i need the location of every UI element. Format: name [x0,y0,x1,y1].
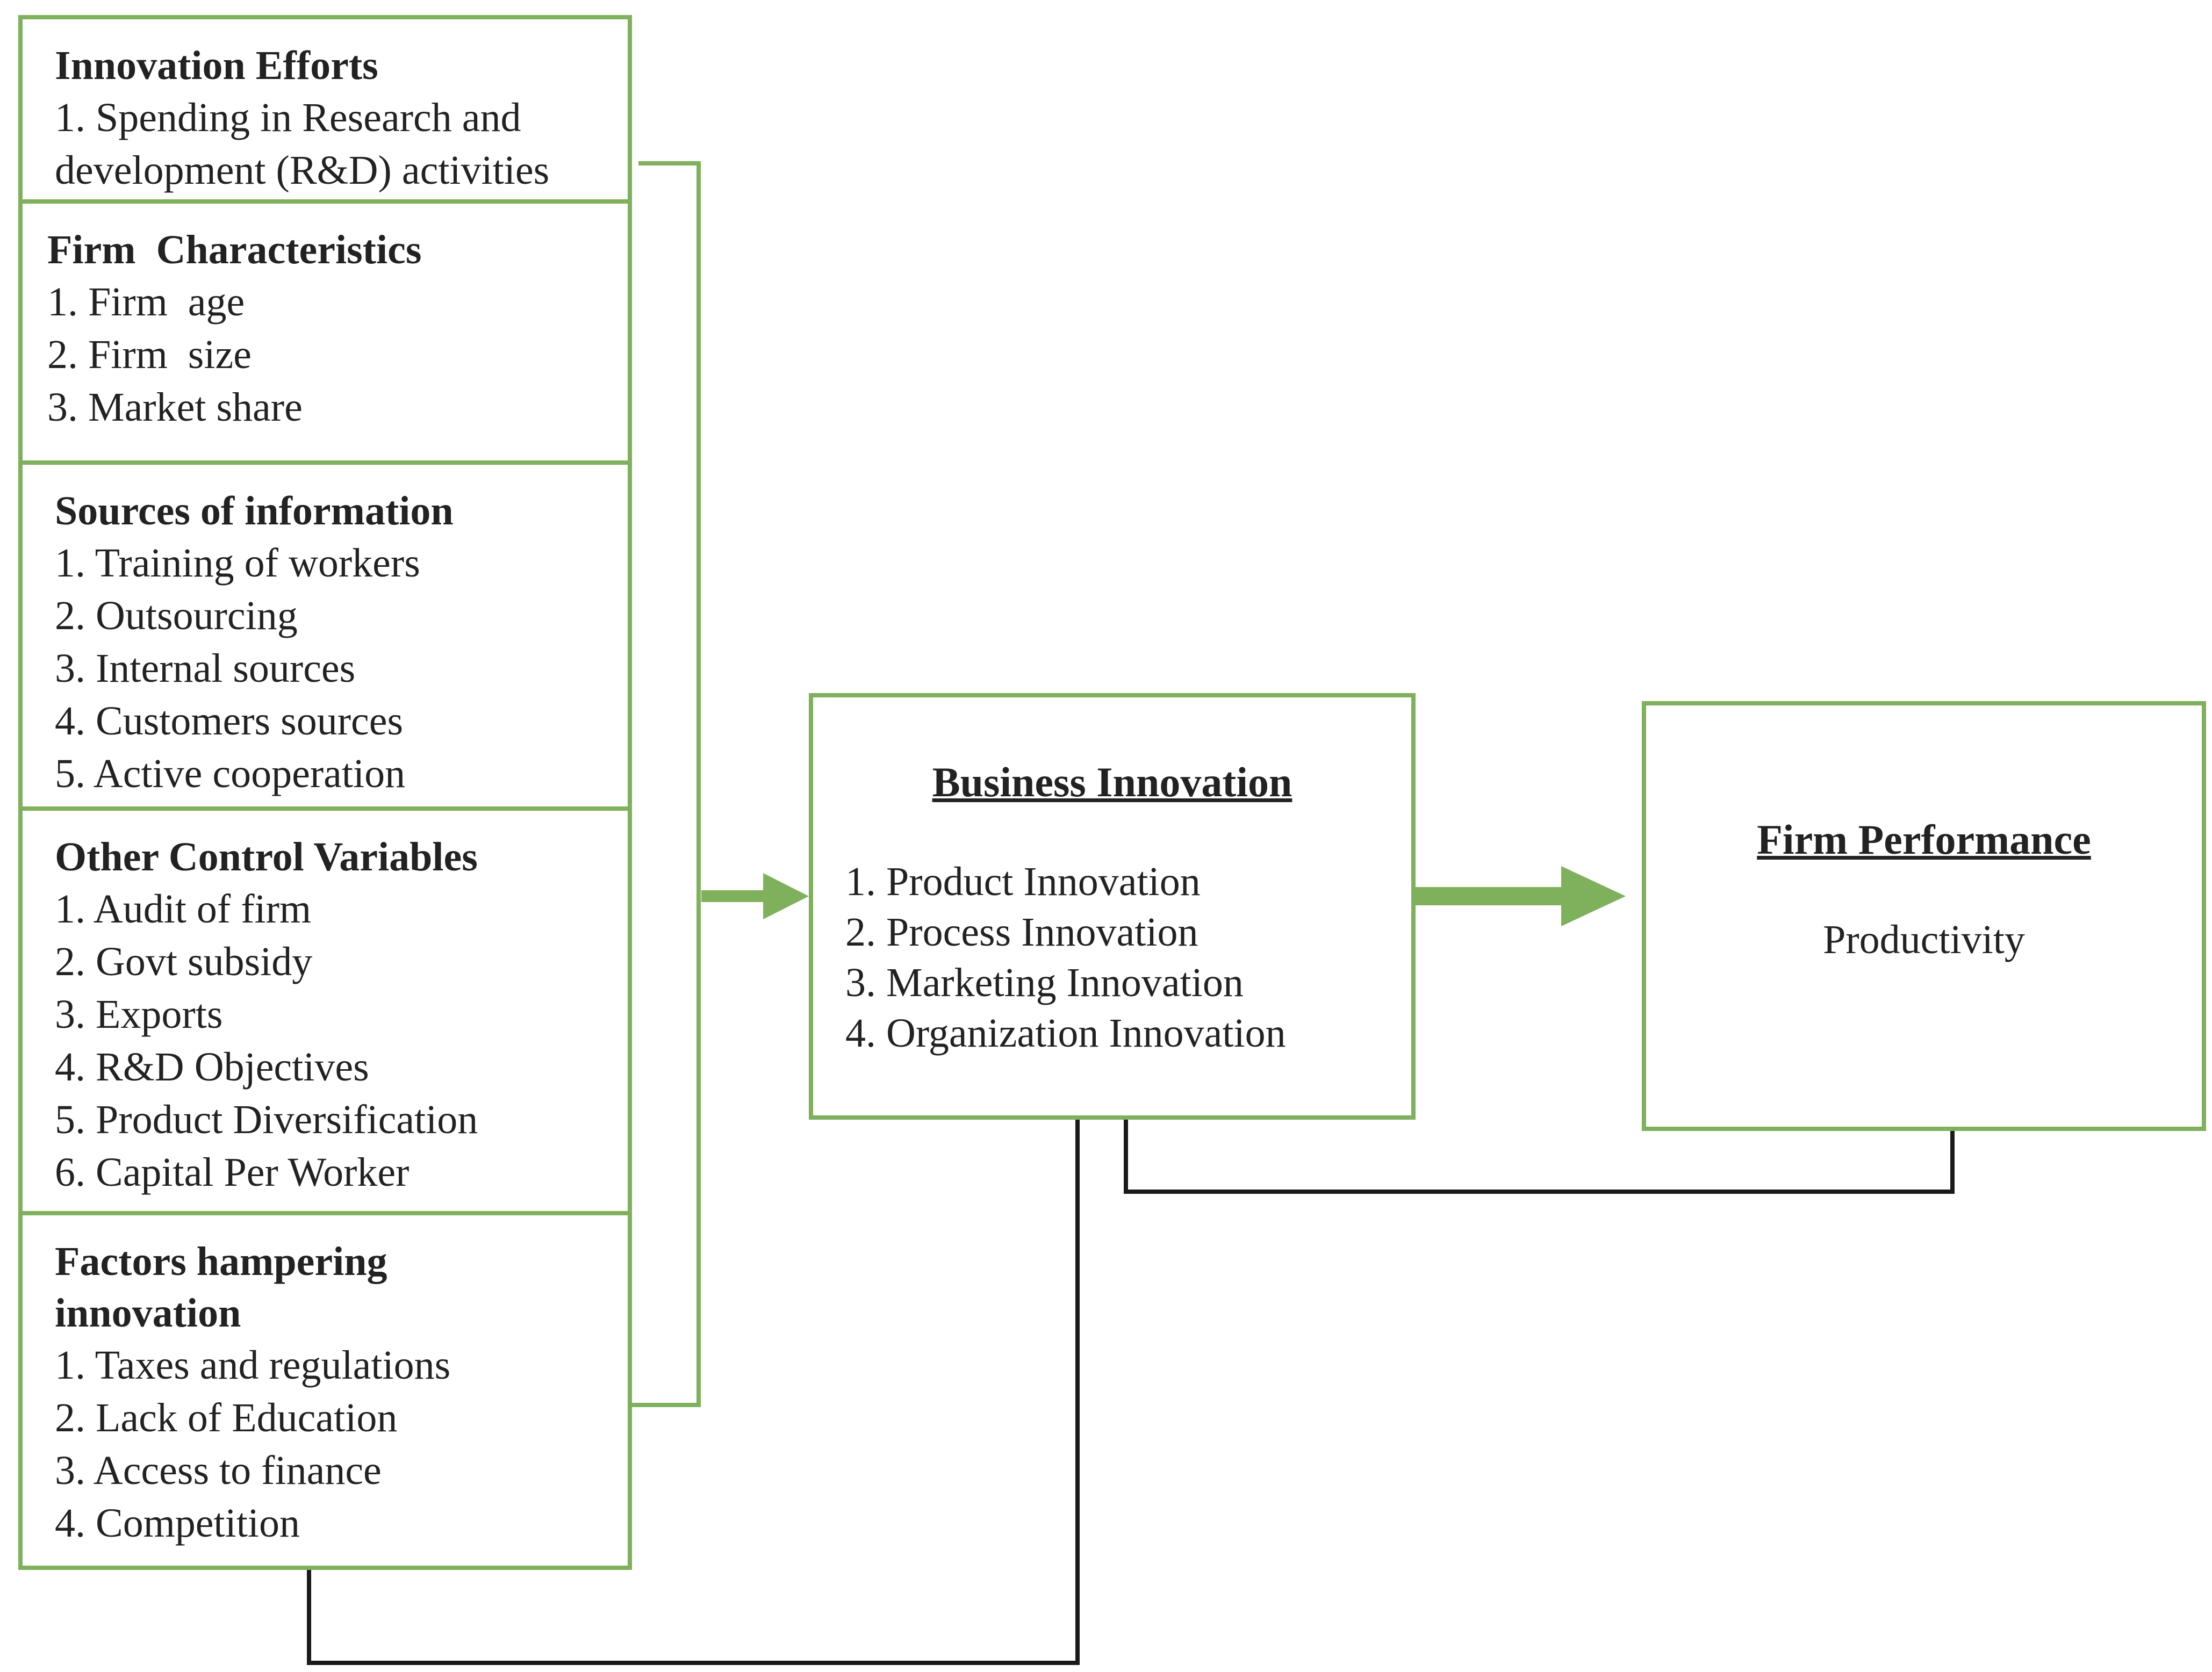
list-item: development (R&D) activities [55,148,550,193]
arrow-to-firm-performance-head [1561,866,1626,926]
list-item: 5. Active cooperation [55,751,406,796]
list-item: 1. Product Innovation [845,859,1201,904]
list-item: 5. Product Diversification [55,1097,478,1142]
firm-performance-title: Firm Performance [1757,816,2091,863]
firm-performance-subtitle: Productivity [1823,917,2025,962]
list-item: 1. Audit of firm [55,887,312,932]
list-item: 3. Exports [55,992,223,1037]
list-item: 4. Competition [55,1501,300,1546]
sources-of-information-title: Sources of information [55,488,454,534]
list-item: 4. Organization Innovation [845,1011,1286,1056]
feedback-line-innovation [307,1120,1080,1665]
list-item: 4. R&D Objectives [55,1044,369,1090]
list-item: 4. Customers sources [55,698,404,744]
list-item: 2. Firm size [47,332,252,377]
list-item: 3. Marketing Innovation [845,960,1244,1005]
list-item: 1. Taxes and regulations [55,1343,451,1388]
list-item: 2. Outsourcing [55,593,298,638]
list-item: 1. Spending in Research and [55,95,521,140]
firm-characteristics-box: Firm Characteristics 1. Firm age 2. Firm… [18,199,632,465]
firm-performance-box: Firm Performance Productivity [1642,701,2206,1131]
list-item: 2. Process Innovation [845,910,1198,955]
sources-of-information-box: Sources of information 1. Training of wo… [18,460,632,811]
list-item: 6. Capital Per Worker [55,1150,410,1195]
list-item: 3. Access to finance [55,1448,382,1493]
feedback-line-performance [1124,1120,1955,1194]
list-item: 3. Market share [47,385,303,430]
list-item: 1. Training of workers [55,540,420,586]
factors-hampering-title-line-2: innovation [55,1291,241,1336]
list-item: 2. Lack of Education [55,1395,398,1440]
other-control-variables-title: Other Control Variables [55,834,478,880]
business-innovation-title: Business Innovation [932,759,1292,805]
list-item: 1. Firm age [47,279,245,325]
firm-characteristics-title: Firm Characteristics [47,227,422,272]
innovation-efforts-box: Innovation Efforts 1. Spending in Resear… [18,15,632,204]
factors-hampering-title-line-1: Factors hampering [55,1239,387,1284]
arrow-to-business-innovation-head [763,873,809,919]
innovation-efforts-title: Innovation Efforts [55,43,378,88]
business-innovation-box: Business Innovation 1. Product Innovatio… [809,693,1416,1120]
list-item: 2. Govt subsidy [55,939,313,984]
list-item: 3. Internal sources [55,646,356,691]
other-control-variables-box: Other Control Variables 1. Audit of firm… [18,806,632,1215]
left-bracket-line [628,161,701,1407]
factors-hampering-innovation-box: Factors hampering innovation 1. Taxes an… [18,1211,632,1570]
